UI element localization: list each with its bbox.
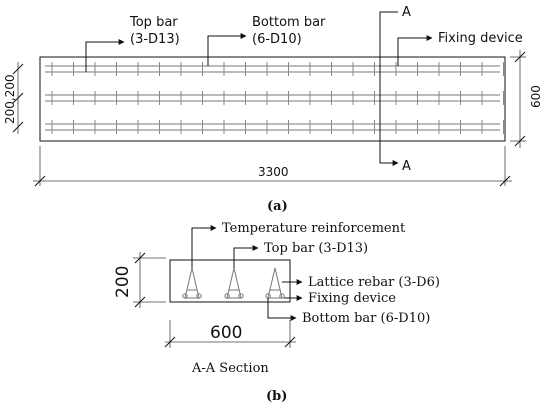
bottom-bar-leader	[207, 33, 247, 66]
lattice-2	[226, 267, 242, 299]
lattice-3	[267, 267, 283, 299]
width-dim-label: 600	[529, 85, 543, 108]
temperature-leader	[191, 225, 217, 268]
top-bar-section-label: Top bar (3-D13)	[264, 241, 368, 256]
bottom-bar-label-2: (6-D10)	[252, 32, 302, 47]
spacing-dimension: 200,200	[3, 62, 24, 134]
lattice-1	[184, 267, 200, 299]
bottom-bar-label-1: Bottom bar	[252, 15, 326, 30]
section-title: A-A Section	[191, 361, 269, 376]
lattice-rebars	[182, 267, 285, 299]
section-width-dim-label: 600	[210, 323, 242, 343]
temperature-label: Temperature reinforcement	[222, 221, 406, 236]
spacing-dim-label: 200,200	[3, 74, 17, 124]
caption-a: (a)	[267, 199, 288, 214]
length-dim-label: 3300	[258, 165, 289, 179]
fixing-device-label: Fixing device	[438, 31, 523, 46]
width-dimension: 600	[510, 50, 543, 148]
bottom-bar-section-label: Bottom bar (6-D10)	[302, 311, 430, 326]
lattice-ticks	[51, 62, 504, 134]
caption-b: (b)	[266, 389, 287, 404]
section-mark-bottom: A	[402, 159, 411, 174]
top-bar-label-2: (3-D13)	[130, 32, 180, 47]
top-bar-leader	[85, 39, 125, 72]
length-dimension: 3300	[33, 146, 512, 187]
lattice-label: Lattice rebar (3-D6)	[308, 275, 440, 290]
height-dim-label: 200	[113, 266, 133, 298]
section-view: Temperature reinforcement Top bar (3-D13…	[113, 221, 440, 404]
section-cut-line	[379, 11, 399, 166]
top-bar-section-leader	[233, 245, 259, 268]
fixing-section-label: Fixing device	[308, 291, 396, 306]
bar-rows	[45, 65, 500, 131]
slab-outline	[39, 56, 506, 142]
section-width-dimension: 600	[164, 320, 296, 348]
fixing-device-leader	[397, 35, 433, 66]
plan-view: Top bar (3-D13) Bottom bar (6-D10) Fixin…	[3, 5, 543, 214]
bottom-bar-section-leader	[267, 298, 297, 321]
height-dimension: 200	[113, 252, 166, 308]
section-outline	[169, 259, 291, 303]
section-mark-top: A	[402, 5, 411, 20]
top-bar-label-1: Top bar	[129, 15, 178, 30]
